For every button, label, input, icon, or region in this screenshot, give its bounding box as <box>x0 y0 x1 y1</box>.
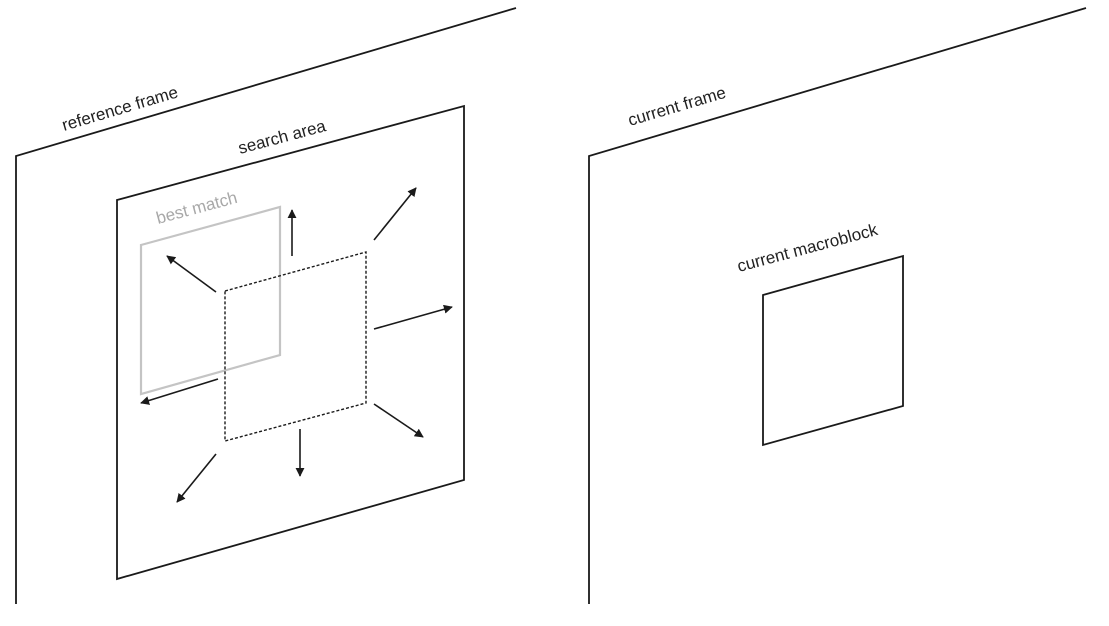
current-macroblock-box <box>762 254 904 447</box>
search-arrow-down-right <box>373 403 424 438</box>
current-frame-outline <box>588 7 1087 604</box>
search-arrow-left <box>140 378 219 405</box>
best-match-box <box>139 205 282 396</box>
current-macroblock-label: current macroblock <box>735 220 880 276</box>
search-arrow-up-left <box>166 255 217 293</box>
search-arrow-down-left <box>176 453 217 503</box>
candidate-block-dashed <box>224 251 367 442</box>
reference-frame-label: reference frame <box>60 83 180 135</box>
search-arrow-right <box>373 304 453 330</box>
search-area-label: search area <box>236 116 328 158</box>
reference-frame-outline <box>15 7 517 604</box>
search-arrow-up-right <box>373 187 417 241</box>
search-area-outline <box>116 104 465 581</box>
current-frame-label: current frame <box>626 83 728 130</box>
